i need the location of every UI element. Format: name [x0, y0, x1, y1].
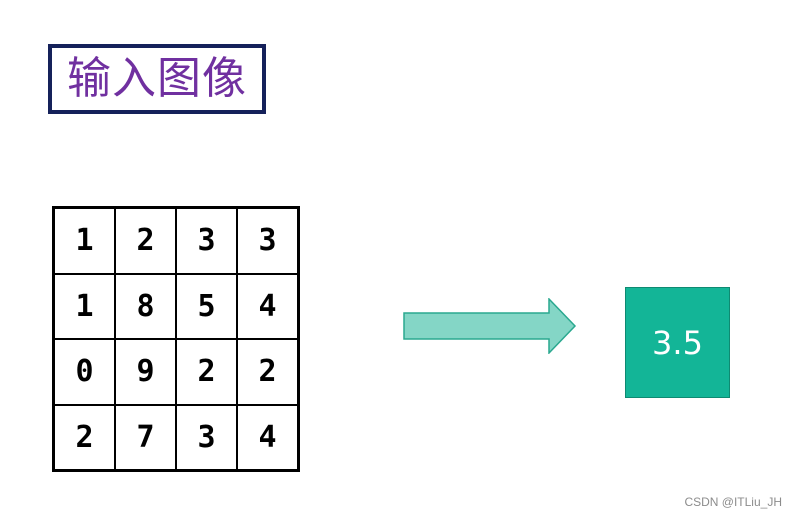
input-grid: 1 2 3 3 1 8 5 4 0 9 2 2 2 7 3 4: [52, 206, 300, 472]
grid-cell-0-0: 1: [54, 208, 115, 274]
watermark: CSDN @ITLiu_JH: [684, 495, 782, 509]
grid-cell-0-2: 3: [176, 208, 237, 274]
grid-cell-1-0: 1: [54, 273, 115, 339]
grid-cell-1-2: 5: [176, 273, 237, 339]
title-text: 输入图像: [67, 53, 247, 104]
title-box: 输入图像: [48, 44, 266, 114]
grid-cell-0-3: 3: [237, 208, 298, 274]
grid-cell-2-0: 0: [54, 339, 115, 405]
grid-cell-2-1: 9: [115, 339, 176, 405]
arrow-right-icon: [403, 298, 577, 354]
result-box: 3.5: [625, 287, 730, 398]
result-value: 3.5: [652, 323, 703, 362]
grid-cell-1-3: 4: [237, 273, 298, 339]
grid-cell-2-2: 2: [176, 339, 237, 405]
grid-cell-1-1: 8: [115, 273, 176, 339]
grid-cell-2-3: 2: [237, 339, 298, 405]
grid-cell-3-0: 2: [54, 404, 115, 470]
grid-cell-3-1: 7: [115, 404, 176, 470]
grid-cell-3-2: 3: [176, 404, 237, 470]
grid-cell-3-3: 4: [237, 404, 298, 470]
grid-cell-0-1: 2: [115, 208, 176, 274]
